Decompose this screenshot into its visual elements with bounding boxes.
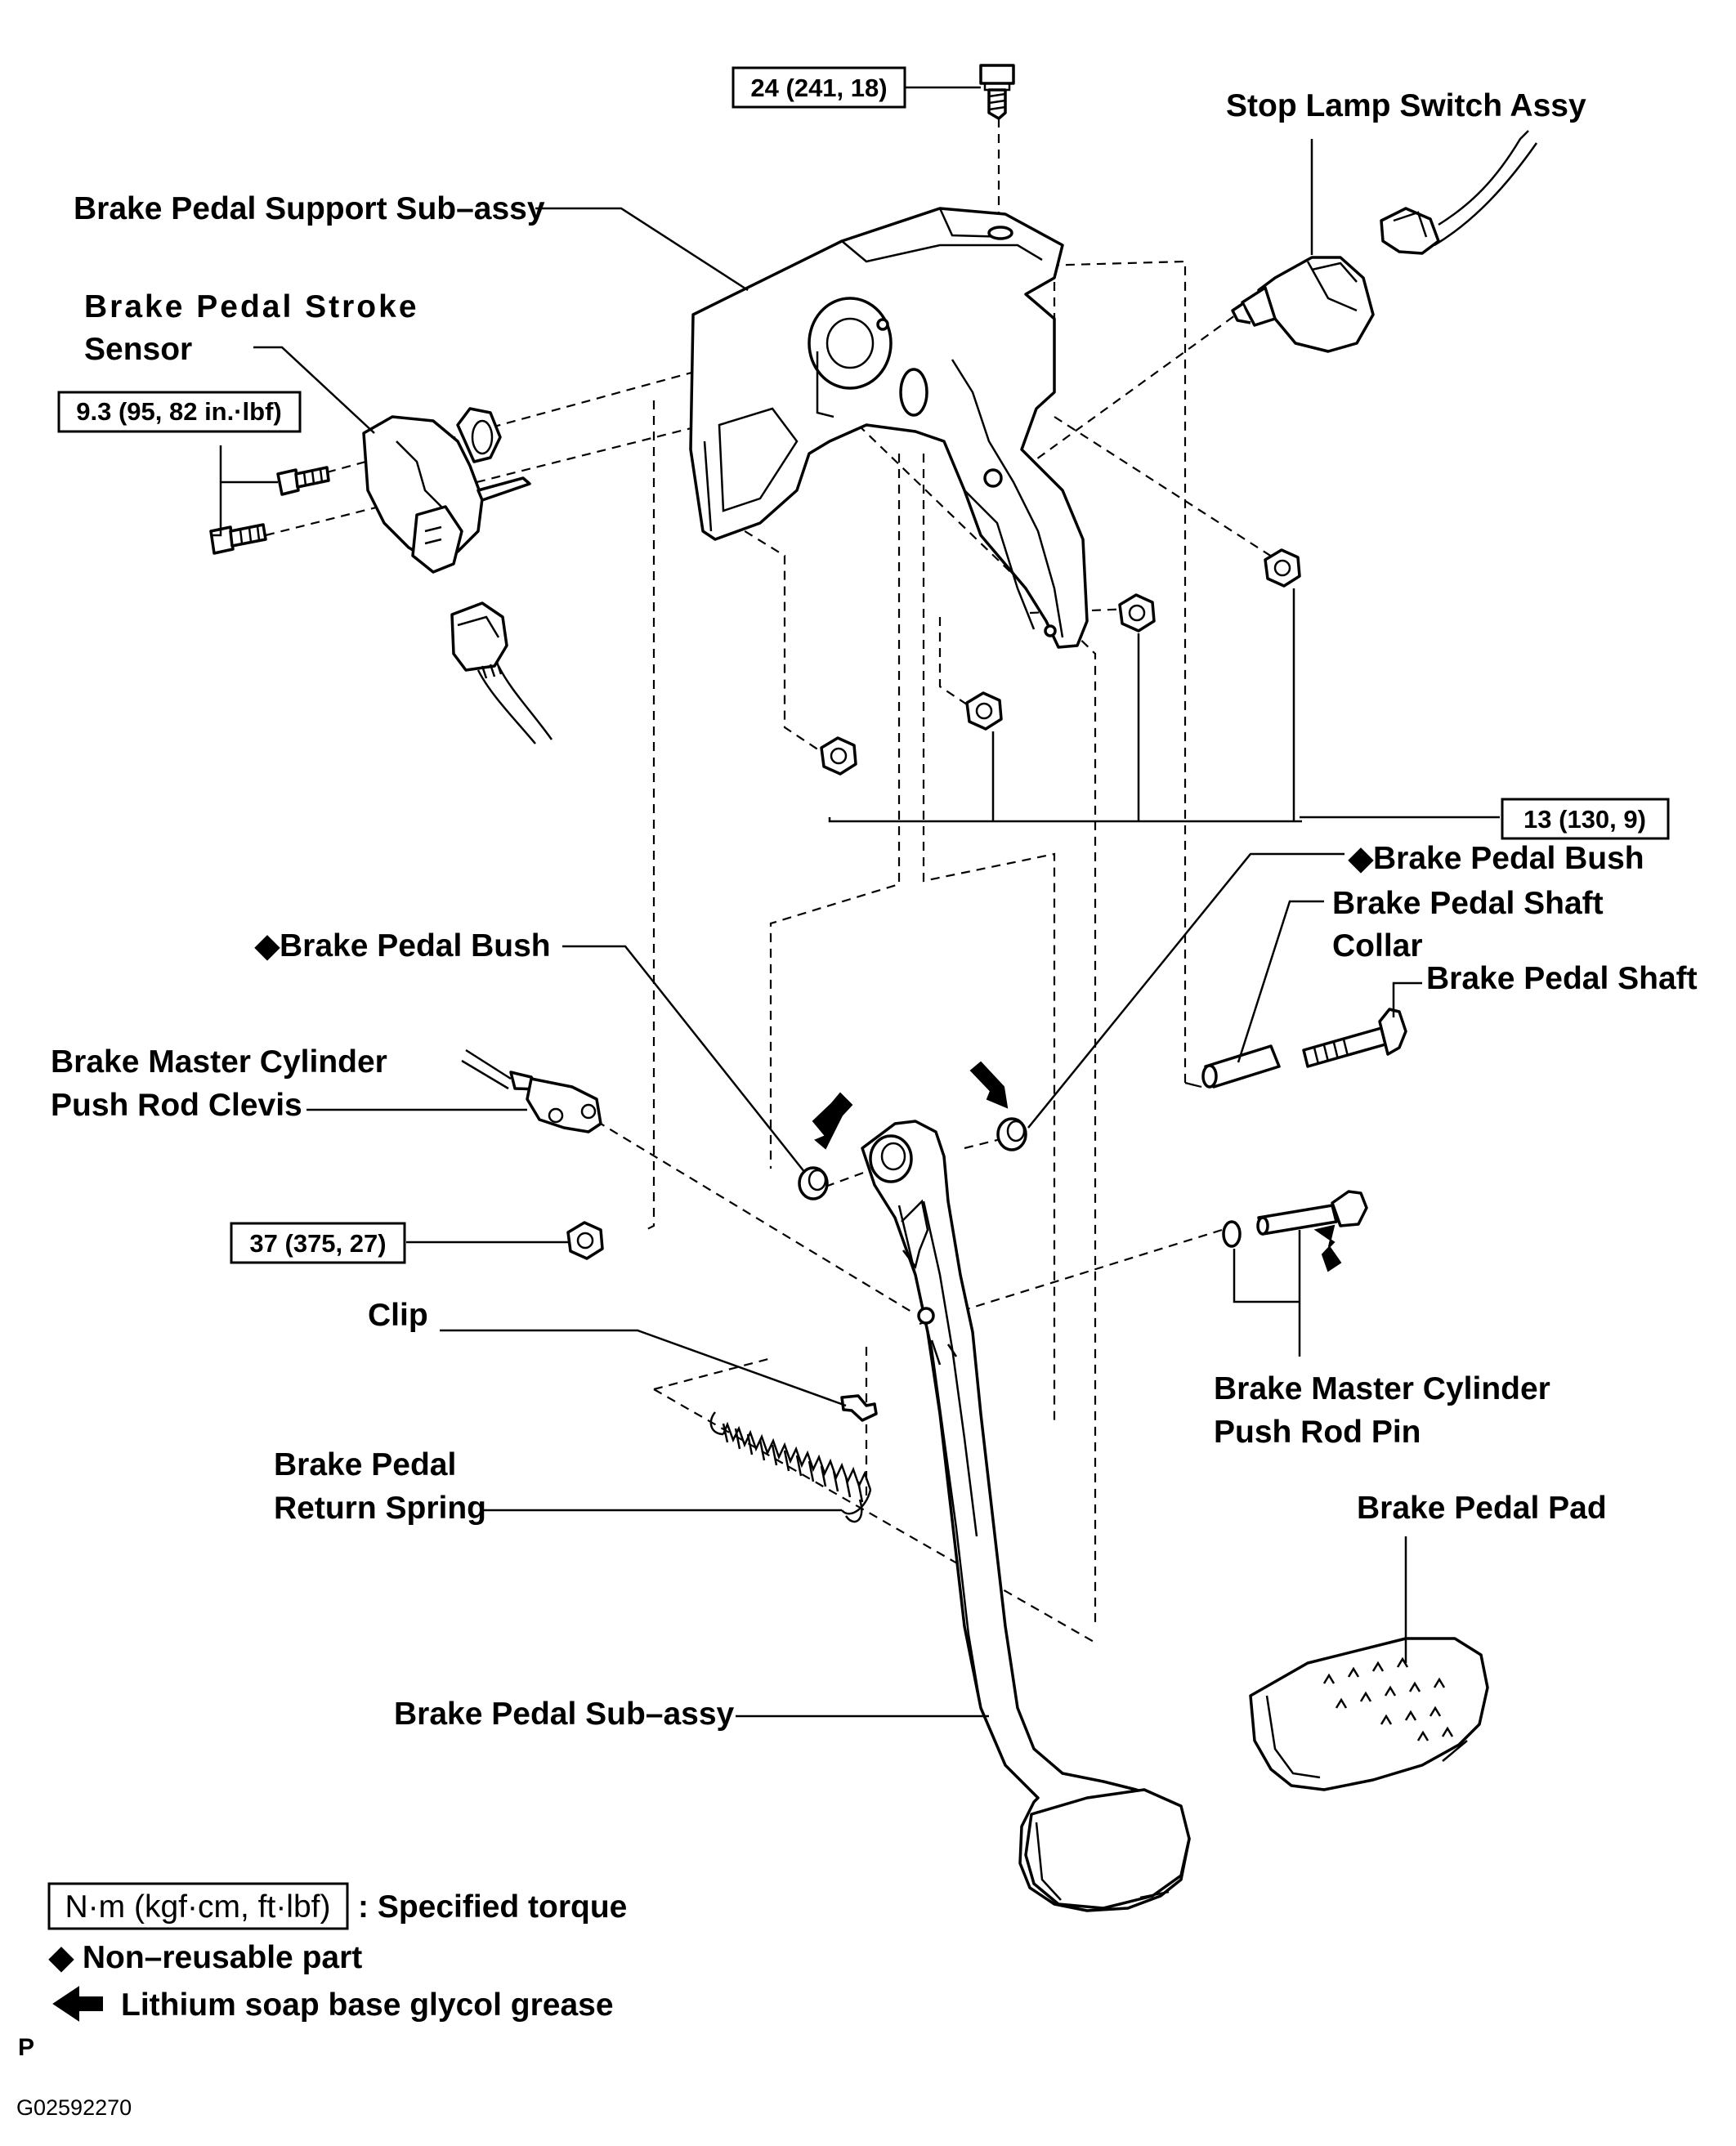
sensor-mounting-bolts <box>209 466 330 555</box>
legend-non-reusable: ◆ Non–reusable part <box>48 1940 362 1975</box>
arrow-left-icon <box>52 1986 103 2022</box>
arrow-left-icon <box>1313 1224 1342 1272</box>
label-pedal-sub-assy: Brake Pedal Sub–assy <box>394 1697 735 1732</box>
legend: N·m (kgf·cm, ft·lbf) : Specified torque … <box>47 1882 627 2023</box>
label-shaft: Brake Pedal Shaft <box>1426 961 1698 996</box>
torque-box-sensor-bolts: 9.3 (95, 82 in.·lbf) <box>57 391 302 433</box>
torque-bolt-top: 24 (241, 18) <box>750 74 887 102</box>
nut-2 <box>965 691 1003 731</box>
push-rod-pin <box>1222 1190 1368 1248</box>
torque-box-pedal-nut: 37 (375, 27) <box>230 1222 406 1264</box>
footer: P G02592270 <box>16 2034 132 2120</box>
torque-specs: 24 (241, 18) 9.3 (95, 82 in.·lbf) 13 (13… <box>57 66 1670 1264</box>
label-clip: Clip <box>368 1298 428 1333</box>
label-pedal-pad: Brake Pedal Pad <box>1357 1491 1607 1526</box>
label-support-sub-assy: Brake Pedal Support Sub–assy <box>74 191 545 226</box>
label-push-rod-pin-2: Push Rod Pin <box>1214 1415 1421 1450</box>
support-nuts <box>566 548 1301 1260</box>
legend-grease: Lithium soap base glycol grease <box>121 1987 614 2023</box>
clip <box>840 1394 878 1422</box>
torque-box-nuts: 13 (130, 9) <box>1501 798 1670 840</box>
label-clevis-2: Push Rod Clevis <box>51 1088 302 1123</box>
arrow-left-icon <box>812 1092 853 1150</box>
brake-pedal-support-sub-assy <box>689 207 1089 649</box>
nut-1 <box>820 736 857 776</box>
nut-pedal <box>566 1221 604 1260</box>
figure-code: G02592270 <box>16 2095 132 2120</box>
brake-pedal-shaft <box>1302 1008 1407 1068</box>
torque-pedal-nut: 37 (375, 27) <box>249 1229 386 1258</box>
brake-pedal-pad <box>1249 1637 1489 1791</box>
leader-lines <box>211 86 1500 1718</box>
nut-4 <box>1264 548 1301 588</box>
label-bush-right: ◆Brake Pedal Bush <box>1348 841 1644 876</box>
nut-3 <box>1118 593 1156 633</box>
torque-nuts: 13 (130, 9) <box>1523 805 1646 834</box>
label-shaft-collar-2: Collar <box>1332 928 1423 963</box>
label-return-spring-1: Brake Pedal <box>274 1447 456 1482</box>
arrow-left-icon <box>969 1061 1009 1109</box>
stop-lamp-switch-assy <box>1231 130 1538 353</box>
legend-torque-desc: : Specified torque <box>358 1889 627 1925</box>
label-clevis-1: Brake Master Cylinder <box>51 1044 387 1080</box>
brake-pedal-shaft-collar <box>1201 1044 1281 1089</box>
grease-arrows <box>812 1061 1342 1272</box>
brake-pedal-bush-left <box>798 1166 829 1200</box>
part-labels: Stop Lamp Switch Assy Brake Pedal Suppor… <box>51 88 1698 1732</box>
label-push-rod-pin-1: Brake Master Cylinder <box>1214 1371 1550 1406</box>
push-rod-clevis <box>461 1048 602 1133</box>
label-stroke-sensor-1: Brake Pedal Stroke <box>84 289 419 324</box>
label-bush-left: ◆Brake Pedal Bush <box>254 928 551 963</box>
label-stroke-sensor-2: Sensor <box>84 332 192 367</box>
label-stop-lamp-switch: Stop Lamp Switch Assy <box>1226 88 1586 123</box>
label-return-spring-2: Return Spring <box>274 1491 486 1526</box>
torque-sensor-bolts: 9.3 (95, 82 in.·lbf) <box>76 397 282 426</box>
label-shaft-collar-1: Brake Pedal Shaft <box>1332 886 1604 921</box>
brake-pedal-bush-right <box>996 1117 1027 1151</box>
support-mounting-bolt <box>979 64 1015 120</box>
page-letter: P <box>18 2034 34 2061</box>
legend-torque-box: N·m (kgf·cm, ft·lbf) <box>65 1889 331 1925</box>
brake-pedal-stroke-sensor <box>362 407 553 744</box>
torque-box-bolt-top: 24 (241, 18) <box>732 66 906 109</box>
brake-pedal-return-spring <box>709 1411 872 1523</box>
brake-pedal-sub-assy <box>861 1120 1191 1912</box>
